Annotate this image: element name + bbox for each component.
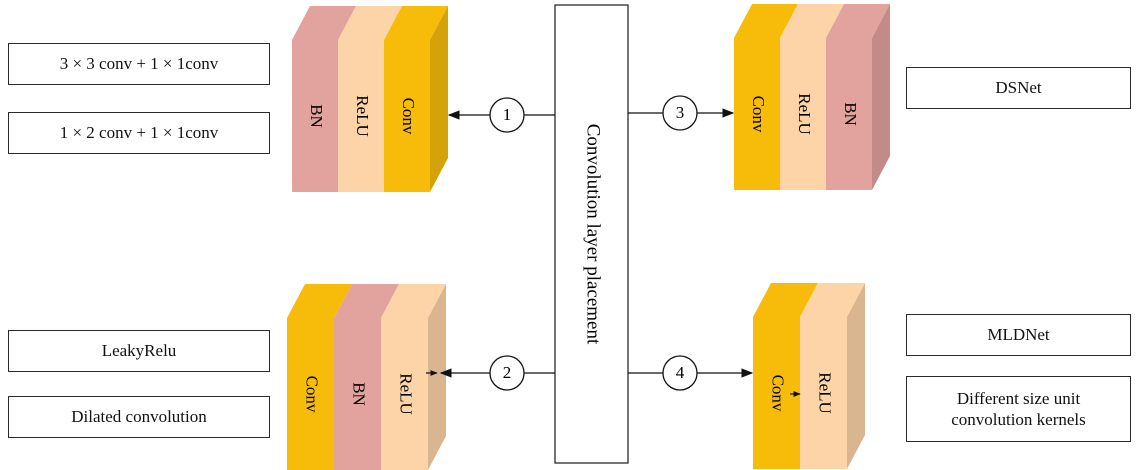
label-text: Different size unit convolution kernels (951, 388, 1086, 429)
label-box-v4-a: MLDNet (906, 314, 1131, 356)
slice-top (292, 6, 356, 40)
slice-front (292, 40, 338, 192)
slice-top (334, 284, 399, 318)
label-box-v3-a: DSNet (906, 67, 1131, 109)
slice-front (753, 317, 800, 469)
slice-top (384, 6, 448, 40)
step-number-3: 3 (676, 103, 685, 122)
slice-label: BN (350, 382, 369, 406)
slice-top (287, 284, 352, 318)
step-number-1: 1 (503, 105, 512, 124)
placement-box (554, 4, 629, 464)
label-text: 3 × 3 conv + 1 × 1conv (59, 54, 219, 74)
step-marker-3: 3 (662, 95, 698, 131)
slice-front (384, 40, 430, 192)
slice-label: ReLU (816, 372, 835, 414)
slice-side (847, 283, 865, 469)
slice-front (780, 38, 826, 190)
slice-label: BN (841, 102, 860, 126)
placement-label: Convolution layer placement (583, 124, 604, 345)
slice-top (826, 4, 890, 38)
slice-side (872, 4, 890, 190)
slice-side (428, 284, 446, 470)
slice-label: Conv (769, 375, 788, 412)
label-text: DSNet (995, 78, 1042, 98)
slice-front (381, 318, 428, 470)
slice-front (338, 40, 384, 192)
step-marker-4: 4 (662, 355, 698, 391)
label-text: LeakyRelu (101, 341, 177, 361)
slice-top (338, 6, 402, 40)
slice-side (430, 6, 448, 192)
slice-label: ReLU (353, 95, 372, 137)
label-box-v1-a: 3 × 3 conv + 1 × 1conv (8, 43, 270, 85)
slice-top (753, 283, 818, 317)
layer-block-b1: BN ReLU Conv (292, 6, 448, 192)
label-box-v1-b: 1 × 2 conv + 1 × 1conv (8, 112, 270, 154)
step-marker-1: 1 (489, 97, 525, 133)
layer-block-b3: Conv ReLU BN (734, 4, 890, 190)
slice-top (800, 283, 865, 317)
label-text: 1 × 2 conv + 1 × 1conv (59, 123, 219, 143)
slice-top (734, 4, 798, 38)
layer-block-b2: Conv BN ReLU (287, 284, 446, 470)
slice-label: Conv (399, 98, 418, 135)
label-box-v2-a: LeakyRelu (8, 330, 270, 372)
slice-top (381, 284, 446, 318)
slice-front (800, 317, 847, 469)
slice-label: ReLU (795, 93, 814, 135)
label-box-v4-b: Different size unit convolution kernels (906, 376, 1131, 442)
step-marker-2: 2 (489, 355, 525, 391)
slice-front (734, 38, 780, 190)
label-text: Dilated convolution (71, 407, 207, 427)
slice-label: Conv (749, 96, 768, 133)
slice-front (826, 38, 872, 190)
layer-block-b4: Conv ReLU (753, 283, 865, 469)
slice-label: ReLU (397, 373, 416, 415)
label-text: MLDNet (987, 325, 1050, 345)
slice-label: BN (307, 104, 326, 128)
slice-top (780, 4, 844, 38)
slice-label: Conv (303, 376, 322, 413)
step-number-4: 4 (676, 363, 685, 382)
step-number-2: 2 (503, 363, 512, 382)
slice-front (287, 318, 334, 470)
slice-front (334, 318, 381, 470)
label-box-v2-b: Dilated convolution (8, 396, 270, 438)
